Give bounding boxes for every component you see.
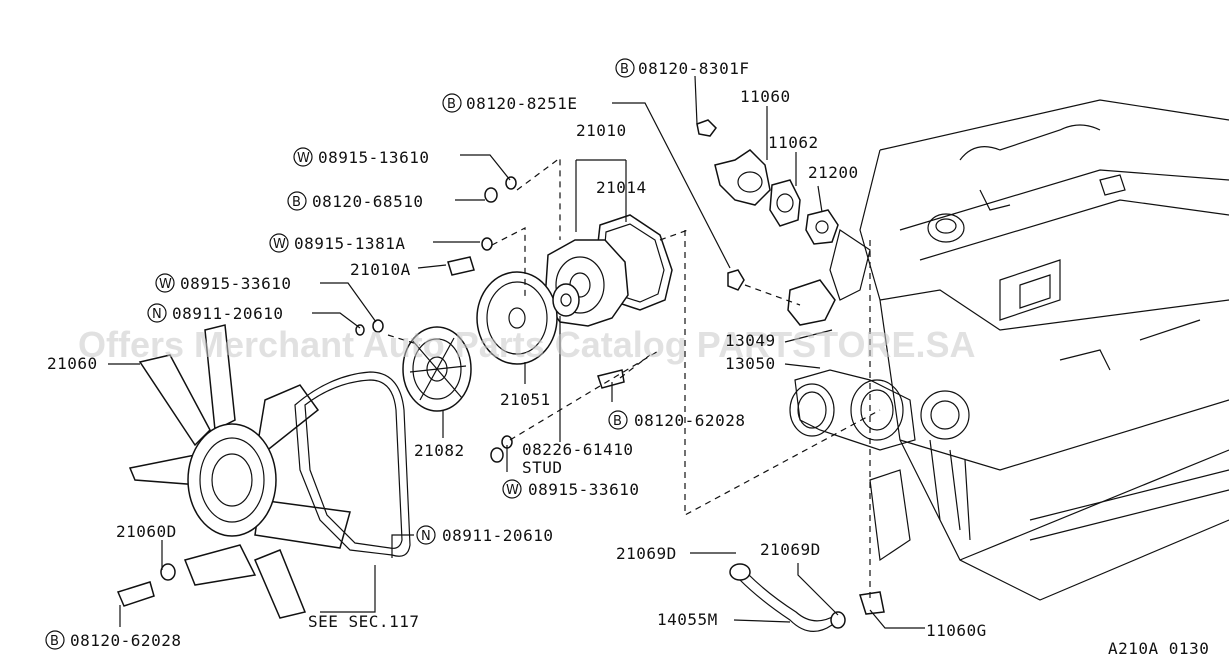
label-08120-62028-bot: 08120-62028 [70,631,181,650]
label-21200: 21200 [808,163,859,182]
label-08915-1381a: 08915-1381A [294,234,405,253]
watermark-text: Offers Merchant Auto Parts Catalog PARTS… [78,324,975,365]
prefix-b-08120-62028-mid: B [613,414,622,429]
label-08120-68510: 08120-68510 [312,192,423,211]
label-21051: 21051 [500,390,551,409]
label-08915-33610-bot: 08915-33610 [528,480,639,499]
bypass-hose [729,563,885,632]
label-21010a: 21010A [350,260,411,279]
prefix-b-08120-68510: B [292,195,301,210]
label-21082: 21082 [414,441,465,460]
prefix-b-08120-8301f: B [620,62,629,77]
thermostat-housing [696,119,839,326]
label-21060d: 21060D [116,522,177,541]
prefix-w-08915-33610-top: W [159,277,172,292]
part-labels: B 08120-8301F 11060 B 08120-8251E 11062 … [45,58,1209,658]
label-11060: 11060 [740,87,791,106]
prefix-w-08915-33610-bot: W [506,483,519,498]
label-08911-20610-bot: 08911-20610 [442,526,553,545]
label-see-sec-117: SEE SEC.117 [308,612,419,631]
leader-lines [108,75,925,629]
front-cover [789,369,916,451]
prefix-n-08911-20610-top: N [152,307,162,322]
engine-block [829,99,1229,601]
label-08915-33610-top: 08915-33610 [180,274,291,293]
prefix-n-08911-20610-bot: N [421,529,431,544]
label-11060g: 11060G [926,621,987,640]
prefix-b-08120-8251e: B [447,97,456,112]
label-21069d-left: 21069D [616,544,677,563]
prefix-b-08120-62028-bot: B [50,634,59,649]
label-08120-8251e: 08120-8251E [466,94,577,113]
label-08915-13610: 08915-13610 [318,148,429,167]
label-13049: 13049 [725,331,776,350]
label-13050: 13050 [725,354,776,373]
label-08120-8301f: 08120-8301F [638,59,749,78]
label-08120-62028-mid: 08120-62028 [634,411,745,430]
label-21069d-right: 21069D [760,540,821,559]
reference-code: A210A 0130 [1108,639,1209,658]
label-14055m: 14055M [657,610,718,629]
label-08911-20610-top: 08911-20610 [172,304,283,323]
prefix-w-08915-13610: W [297,151,310,166]
label-21010: 21010 [576,121,627,140]
label-21014: 21014 [596,178,647,197]
label-08226-61410: 08226-61410 [522,440,633,459]
alignment-dashes [387,156,881,600]
prefix-w-08915-1381a: W [273,237,286,252]
label-stud: STUD [522,458,563,477]
label-21060: 21060 [47,354,98,373]
water-pump [476,214,673,365]
label-11062: 11062 [768,133,819,152]
fan-coupling [402,326,472,412]
